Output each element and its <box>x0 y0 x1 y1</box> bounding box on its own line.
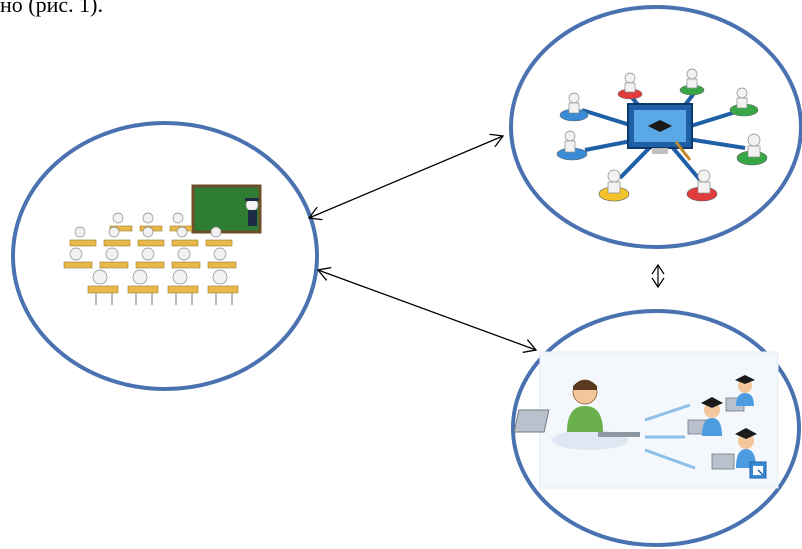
teacher-laptop <box>513 409 640 437</box>
remote-students <box>687 375 757 470</box>
central-monitor <box>627 103 693 161</box>
arrow-left-to-bottom-right <box>318 270 536 350</box>
teacher-figure <box>245 198 259 226</box>
caption-fragment: но (рис. 1). <box>0 0 103 17</box>
network-illustration <box>556 68 768 202</box>
teacher-avatar <box>567 379 603 432</box>
distance-illustration <box>513 351 779 489</box>
node-traditional-classroom <box>11 121 319 391</box>
arrow-left-to-top-right <box>309 136 503 218</box>
classroom-illustration <box>63 184 262 305</box>
node-distance-learning <box>511 309 801 547</box>
window-icon <box>749 461 767 479</box>
ellipse-left <box>11 121 319 391</box>
arrow-top-right-to-bottom-right <box>651 263 665 289</box>
node-network-learning <box>509 5 802 249</box>
